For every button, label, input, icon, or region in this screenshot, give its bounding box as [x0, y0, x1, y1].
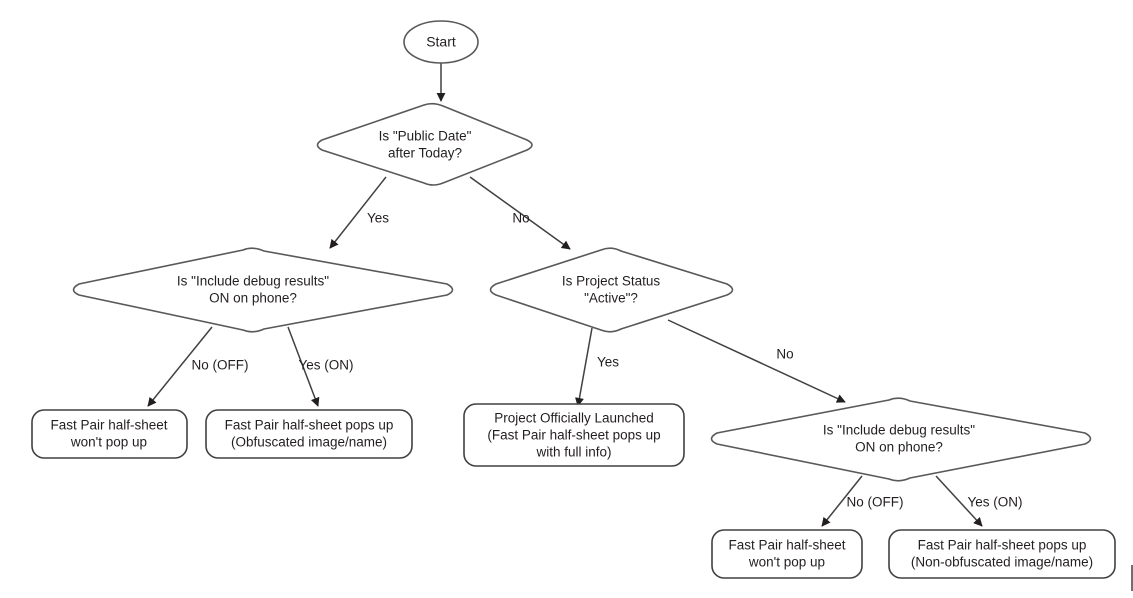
- edge-debug-left-off: [147, 326, 213, 407]
- edge-label-group: Yes No No (OFF) Yes (ON) Yes No No (OFF)…: [192, 211, 1023, 510]
- node-public-date[interactable]: Is "Public Date" after Today?: [316, 102, 533, 186]
- obfuscated-line2: (Obfuscated image/name): [231, 435, 387, 450]
- edge-label-project-status-no: No: [776, 347, 793, 362]
- non-obfuscated-line1: Fast Pair half-sheet pops up: [918, 538, 1087, 553]
- no-popup-right-line2: won't pop up: [748, 555, 825, 570]
- no-popup-right-line1: Fast Pair half-sheet: [728, 538, 845, 553]
- start-label: Start: [426, 34, 456, 50]
- node-debug-left[interactable]: Is "Include debug results" ON on phone?: [72, 247, 454, 333]
- debug-right-diamond-shape: [710, 397, 1092, 482]
- node-no-popup-right[interactable]: Fast Pair half-sheet won't pop up: [711, 529, 863, 579]
- node-project-status[interactable]: Is Project Status "Active"?: [489, 247, 734, 333]
- edge-label-debug-right-on: Yes (ON): [967, 495, 1022, 510]
- debug-left-line1: Is "Include debug results": [177, 274, 329, 289]
- edge-label-public-date-no: No: [512, 211, 529, 226]
- node-start[interactable]: Start: [403, 20, 479, 64]
- page-edge-tick: [1131, 565, 1133, 591]
- non-obfuscated-line2: (Non-obfuscated image/name): [911, 555, 1093, 570]
- edge-label-debug-left-off: No (OFF): [192, 358, 249, 373]
- no-popup-left-line2: won't pop up: [70, 435, 147, 450]
- debug-right-line1: Is "Include debug results": [823, 423, 975, 438]
- edge-label-debug-right-off: No (OFF): [847, 495, 904, 510]
- edge-debug-right-off: [821, 475, 863, 527]
- launched-box-shape: [463, 403, 685, 467]
- debug-left-line2: ON on phone?: [209, 291, 297, 306]
- edge-label-project-status-yes: Yes: [597, 355, 619, 370]
- project-status-diamond-shape: [489, 247, 734, 333]
- node-obfuscated[interactable]: Fast Pair half-sheet pops up (Obfuscated…: [205, 409, 413, 459]
- edge-debug-left-on: [287, 326, 320, 407]
- project-status-line1: Is Project Status: [562, 274, 661, 289]
- node-non-obfuscated[interactable]: Fast Pair half-sheet pops up (Non-obfusc…: [888, 529, 1116, 579]
- public-date-diamond-shape: [316, 102, 533, 186]
- launched-line1: Project Officially Launched: [494, 411, 654, 426]
- node-no-popup-left[interactable]: Fast Pair half-sheet won't pop up: [31, 409, 188, 459]
- obfuscated-box-shape: [205, 409, 413, 459]
- edge-label-debug-left-on: Yes (ON): [298, 358, 353, 373]
- node-debug-right[interactable]: Is "Include debug results" ON on phone?: [710, 397, 1092, 482]
- public-date-line1: Is "Public Date": [379, 129, 472, 144]
- debug-right-line2: ON on phone?: [855, 440, 943, 455]
- launched-line2: (Fast Pair half-sheet pops up: [487, 428, 660, 443]
- edge-debug-right-on: [935, 475, 983, 527]
- edge-public-date-yes: [329, 176, 387, 249]
- launched-line3: with full info): [535, 445, 611, 460]
- edge-project-status-no: [667, 319, 846, 403]
- edge-label-public-date-yes: Yes: [367, 211, 389, 226]
- public-date-line2: after Today?: [388, 146, 462, 161]
- node-launched[interactable]: Project Officially Launched (Fast Pair h…: [463, 403, 685, 467]
- start-ellipse-shape: [403, 20, 479, 64]
- no-popup-left-line1: Fast Pair half-sheet: [50, 418, 167, 433]
- project-status-line2: "Active"?: [584, 291, 638, 306]
- edge-project-status-yes: [575, 327, 593, 407]
- edge-public-date-no: [469, 176, 571, 250]
- edge-group: [147, 63, 983, 527]
- obfuscated-line1: Fast Pair half-sheet pops up: [225, 418, 394, 433]
- no-popup-left-box-shape: [31, 409, 188, 459]
- no-popup-right-box-shape: [711, 529, 863, 579]
- debug-left-diamond-shape: [72, 247, 454, 333]
- non-obfuscated-box-shape: [888, 529, 1116, 579]
